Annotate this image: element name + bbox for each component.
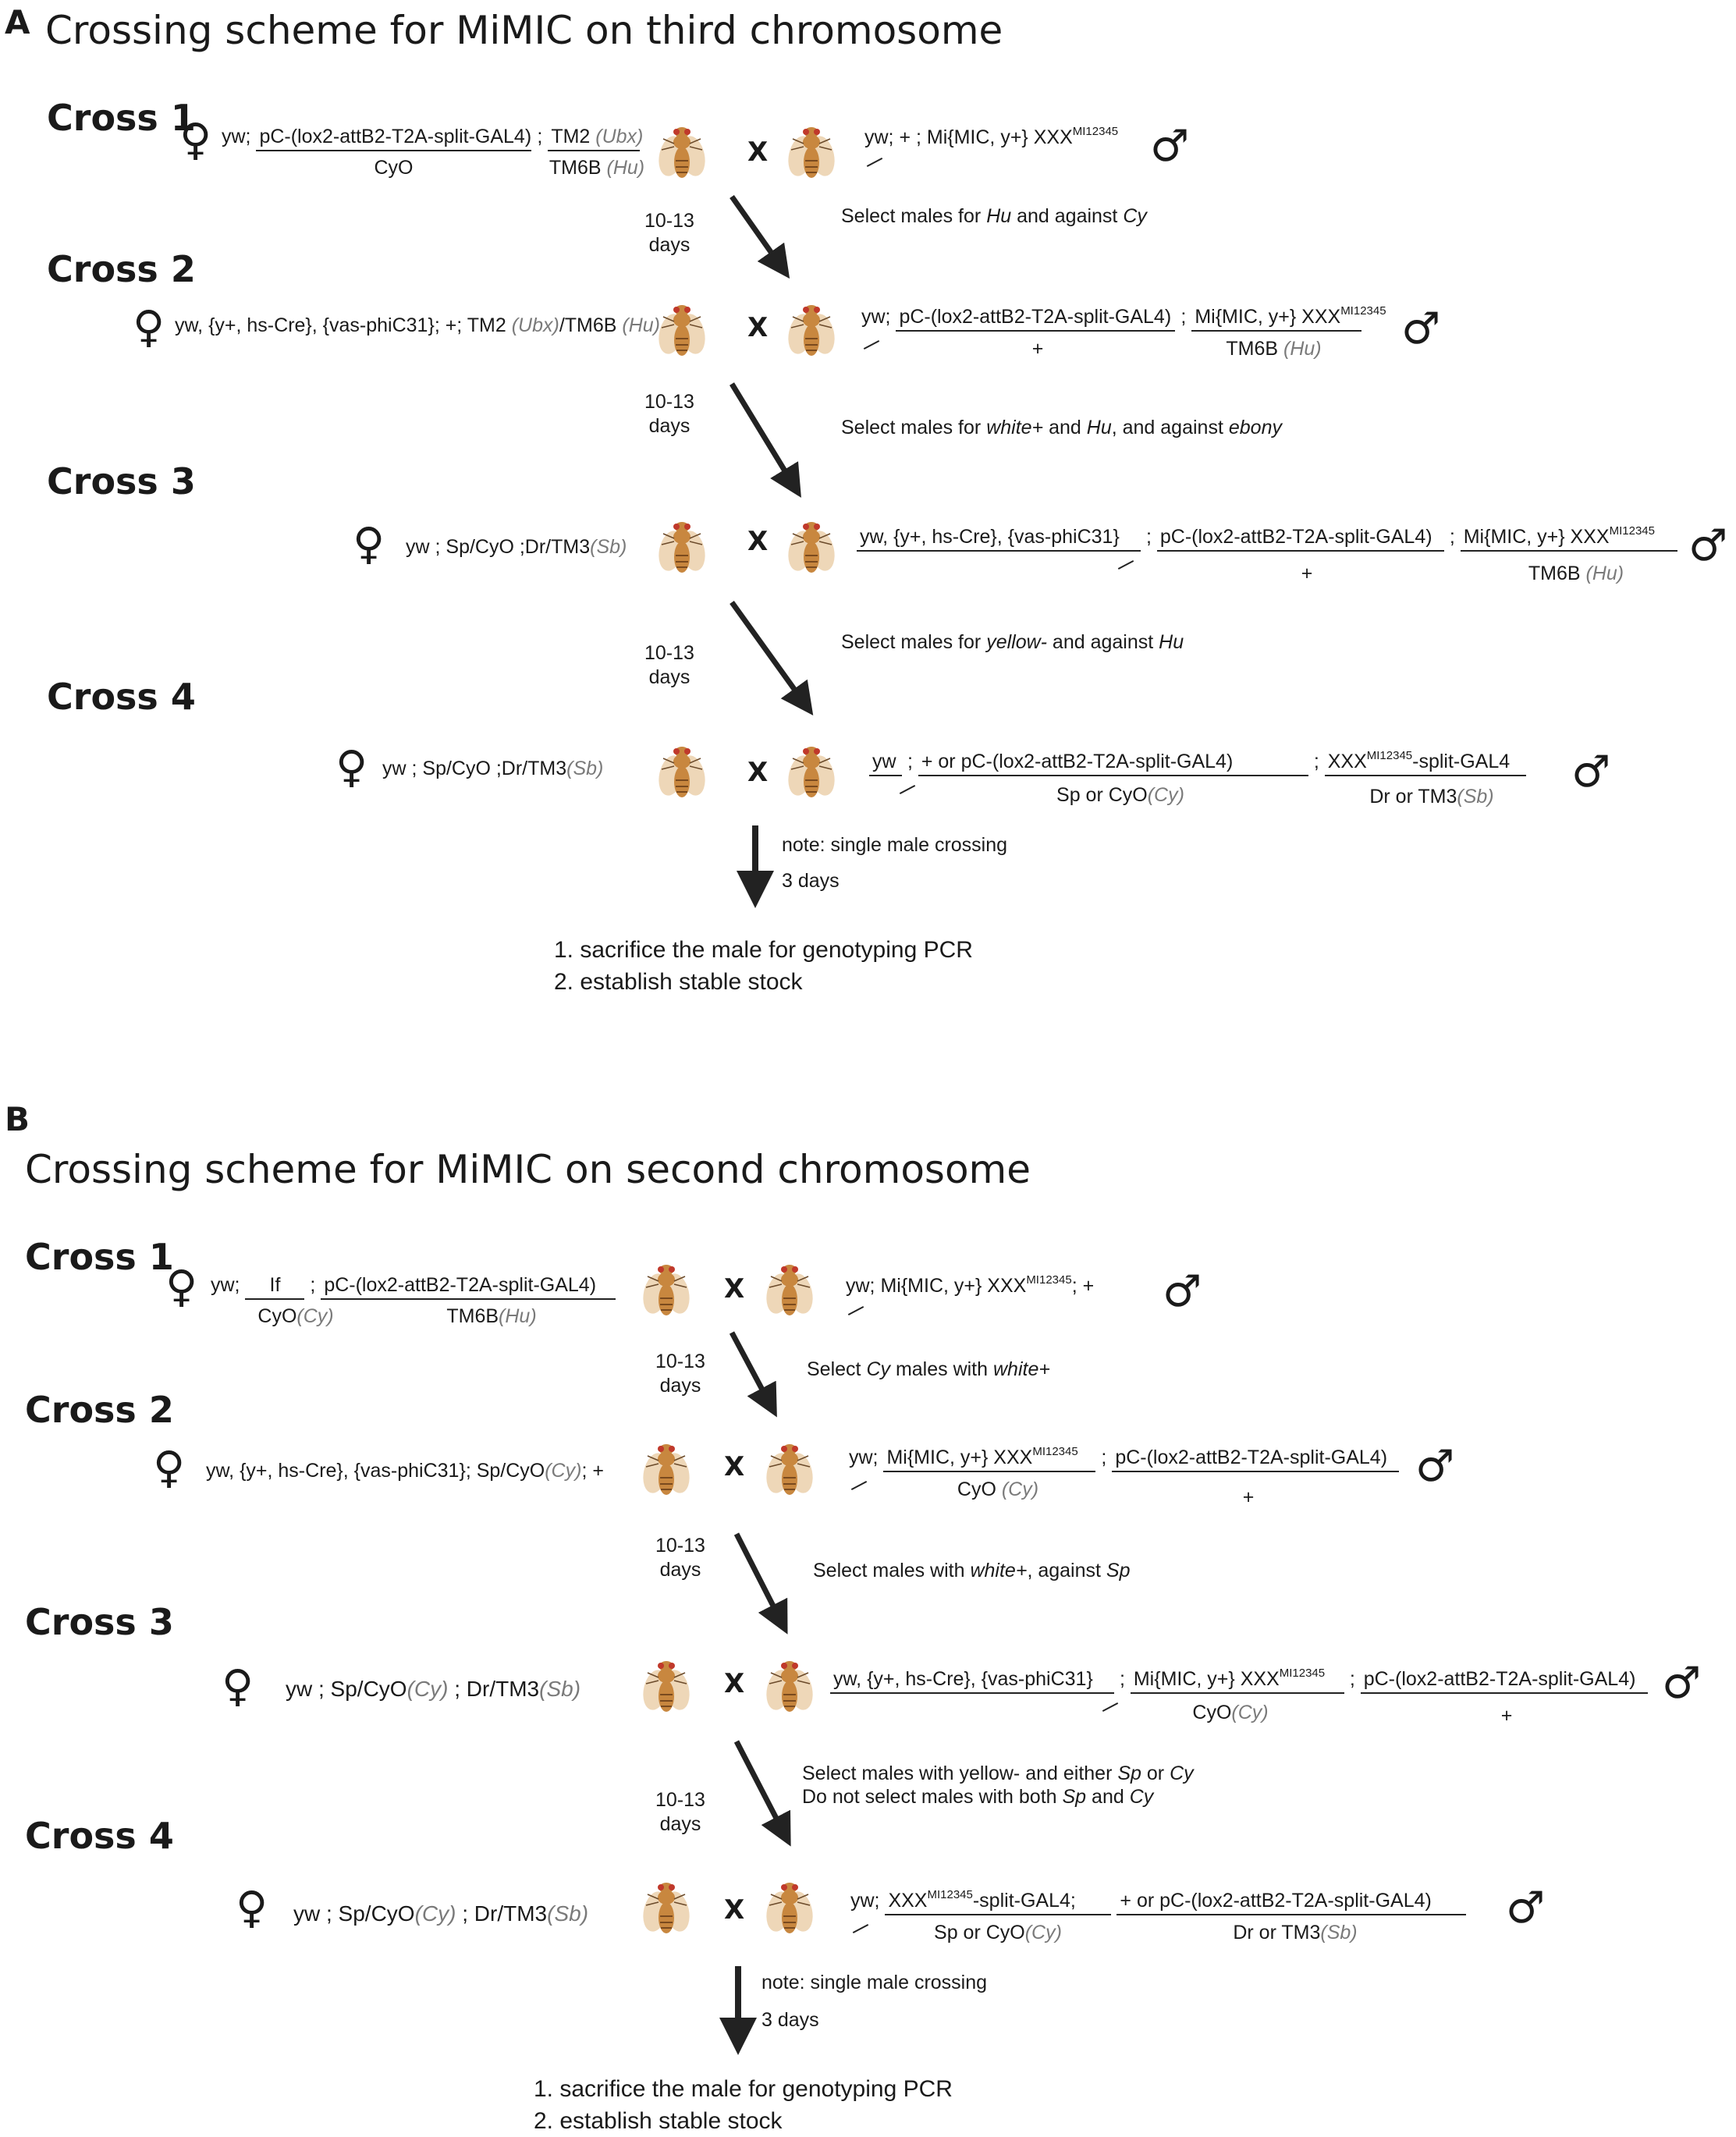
fly-illustration-icon [765, 1657, 815, 1720]
fly-illustration-icon [765, 1879, 815, 1941]
fly-illustration-icon [765, 1261, 815, 1323]
fly-illustration-icon [765, 1440, 815, 1503]
fly-illustration-icon [786, 123, 836, 186]
fly-illustration-icon [786, 743, 836, 805]
fly-illustration-icon [657, 123, 707, 186]
arrow-down-icon [732, 197, 804, 2036]
fly-illustration-icon [641, 1261, 691, 1323]
fly-illustration-icon [641, 1657, 691, 1720]
fly-illustration-icon [641, 1879, 691, 1941]
fly-illustration-icon [641, 1440, 691, 1503]
fly-illustration-icon [657, 518, 707, 580]
fly-illustration-icon [657, 743, 707, 805]
fly-illustration-icon [657, 301, 707, 364]
fly-illustration-icon [786, 301, 836, 364]
fly-illustration-icon [786, 518, 836, 580]
